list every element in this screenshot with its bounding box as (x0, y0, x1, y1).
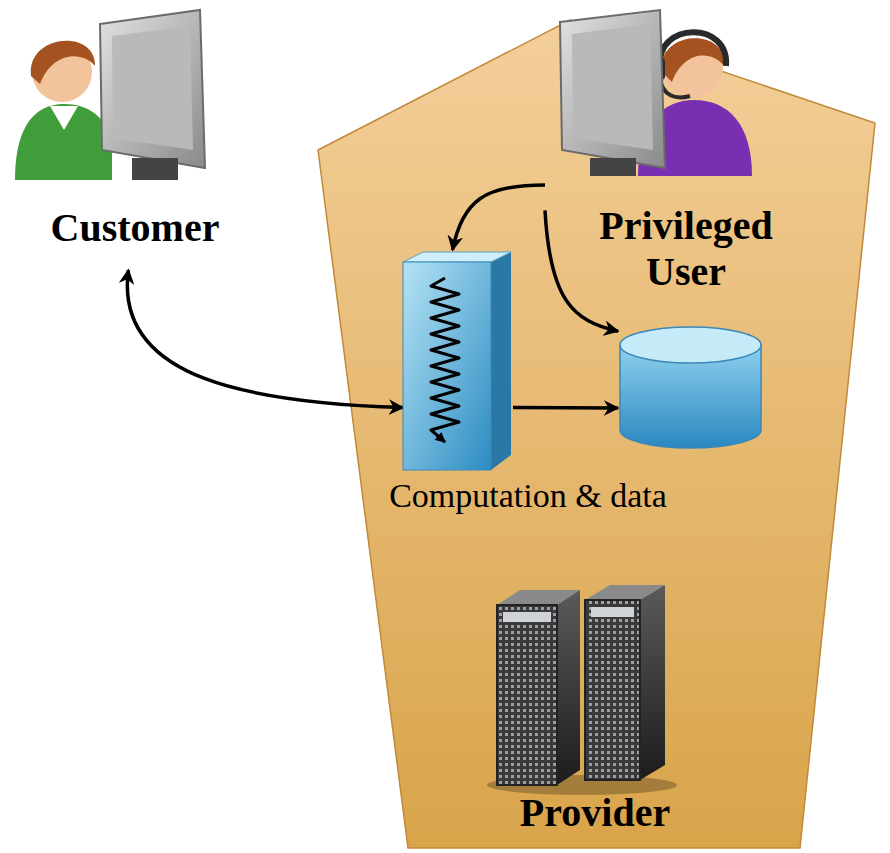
arrow-connector (127, 270, 403, 408)
arrow-connector (453, 185, 546, 250)
caption-label: Computation & data (368, 476, 688, 515)
region-title: Provider (480, 790, 710, 836)
database-cylinder (618, 325, 763, 450)
node-label: Privileged User (557, 203, 815, 295)
tower-shape (403, 250, 513, 472)
arrow-connector (513, 406, 618, 410)
server-rack (487, 585, 677, 795)
customer-node: Customer (10, 15, 262, 270)
provider-outline (316, 18, 878, 850)
compute-tower (403, 250, 513, 472)
node-label: Customer (10, 205, 260, 251)
cylinder-shape (618, 325, 763, 450)
privileged-user-icon (560, 10, 752, 176)
privileged-user-node: Privileged User (545, 15, 820, 325)
customer-icon (15, 10, 205, 180)
provider-region: Provider Privileged User (316, 18, 878, 850)
